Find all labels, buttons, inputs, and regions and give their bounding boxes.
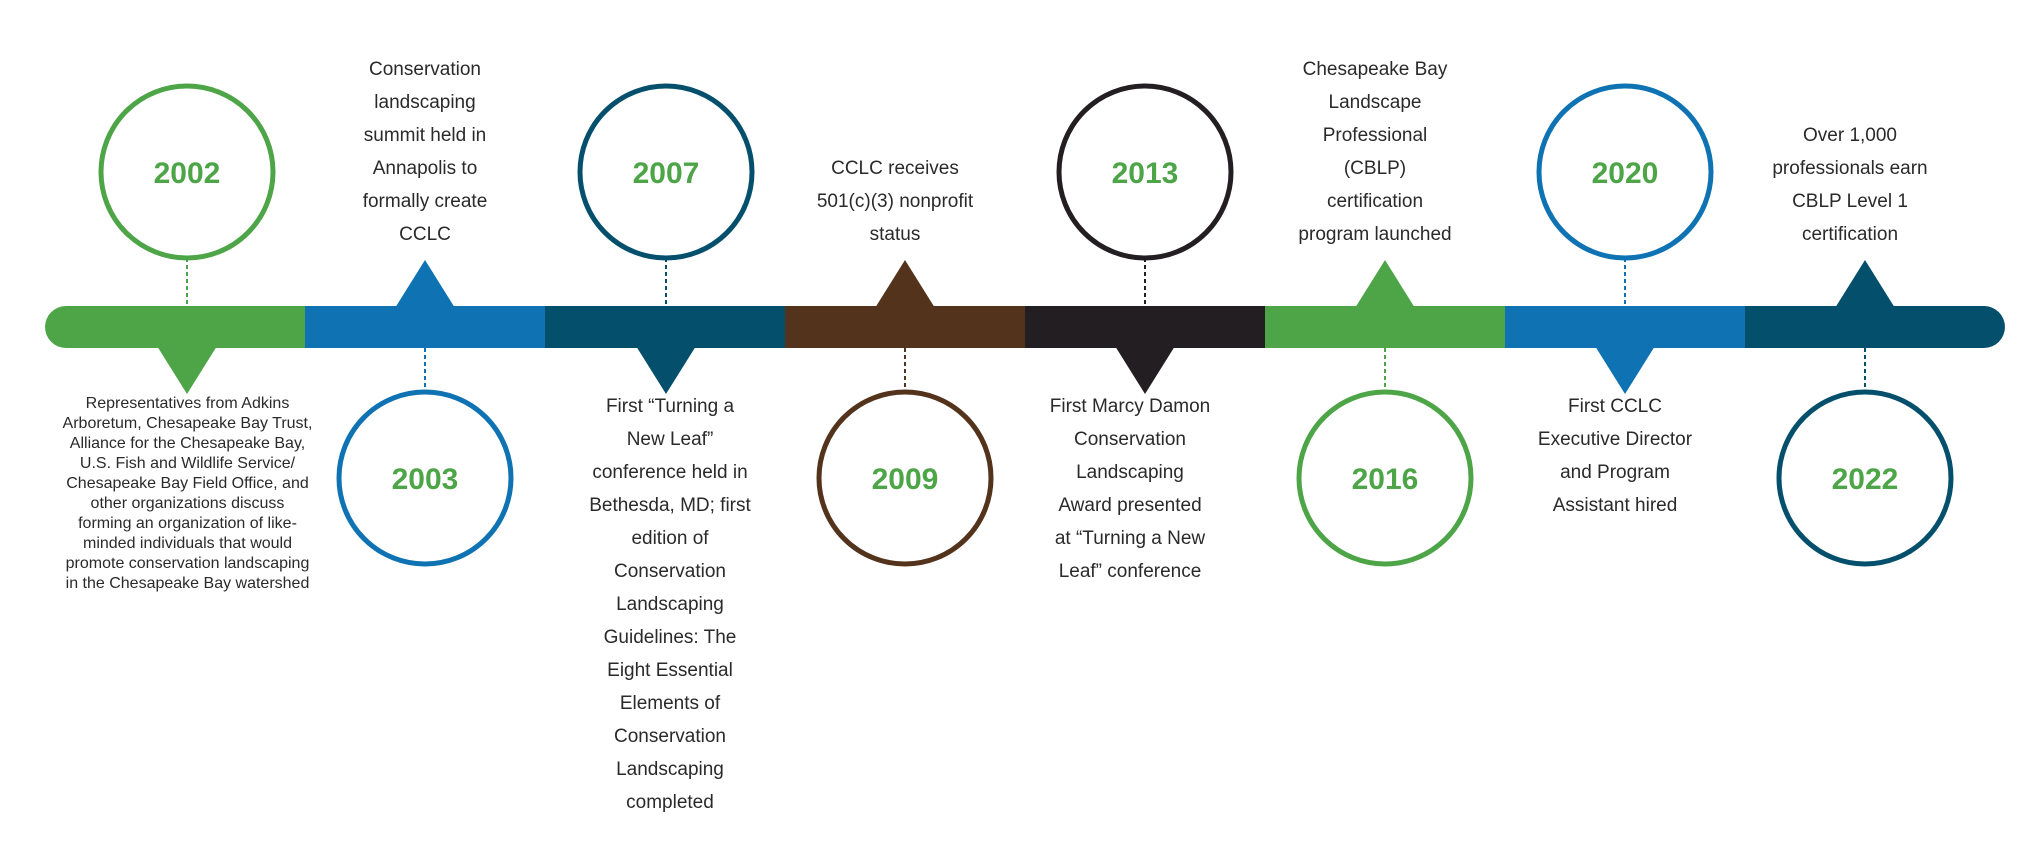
timeline-bar-segment <box>1265 306 1506 348</box>
timeline-pointer-triangle <box>1115 346 1175 394</box>
timeline-bar-segment <box>305 306 546 348</box>
timeline-bar-segment <box>545 306 786 348</box>
event-2016-description: Chesapeake Bay Landscape Professional (C… <box>1298 59 1452 245</box>
event-2003-description: Conservation landscaping summit held in … <box>362 59 488 245</box>
timeline-pointer-triangle <box>1595 346 1655 394</box>
timeline-pointer-triangle <box>636 346 696 394</box>
timeline-bar-segment <box>45 306 306 348</box>
year-circle <box>1536 83 1714 261</box>
year-circle <box>577 83 755 261</box>
year-label: 2009 <box>872 463 939 496</box>
timeline-bar-segment <box>1745 306 2005 348</box>
event-2022-description: Over 1,000 professionals earn CBLP Level… <box>1772 125 1928 245</box>
timeline-pointer-triangle <box>157 346 217 394</box>
year-circle <box>1296 389 1474 567</box>
event-2009-description: CCLC receives 501(c)(3) nonprofit status <box>816 158 974 245</box>
year-label: 2022 <box>1832 463 1899 496</box>
event-2013-description: First Marcy Damon Conservation Landscapi… <box>1049 396 1211 582</box>
timeline-pointer-triangle <box>395 260 455 308</box>
year-label: 2002 <box>154 157 221 190</box>
timeline-pointer-triangle <box>1355 260 1415 308</box>
timeline-bar-segment <box>785 306 1026 348</box>
timeline-bar-segment <box>1025 306 1266 348</box>
year-label: 2007 <box>633 157 700 190</box>
year-circle <box>1776 389 1954 567</box>
year-circle <box>1056 83 1234 261</box>
year-label: 2003 <box>392 463 459 496</box>
year-circle <box>816 389 994 567</box>
timeline-pointer-triangle <box>1835 260 1895 308</box>
year-label: 2013 <box>1112 157 1179 190</box>
event-2002-description: Representatives from Adkins Arboretum, C… <box>62 395 313 592</box>
event-2020-description: First CCLC Executive Director and Progra… <box>1537 396 1693 516</box>
timeline-bar-segment <box>1505 306 1746 348</box>
year-label: 2016 <box>1352 463 1419 496</box>
event-2007-description: First “Turning a New Leaf” conference he… <box>589 396 751 813</box>
year-circle <box>336 389 514 567</box>
year-circle <box>98 83 276 261</box>
year-label: 2020 <box>1592 157 1659 190</box>
timeline-pointer-triangle <box>875 260 935 308</box>
